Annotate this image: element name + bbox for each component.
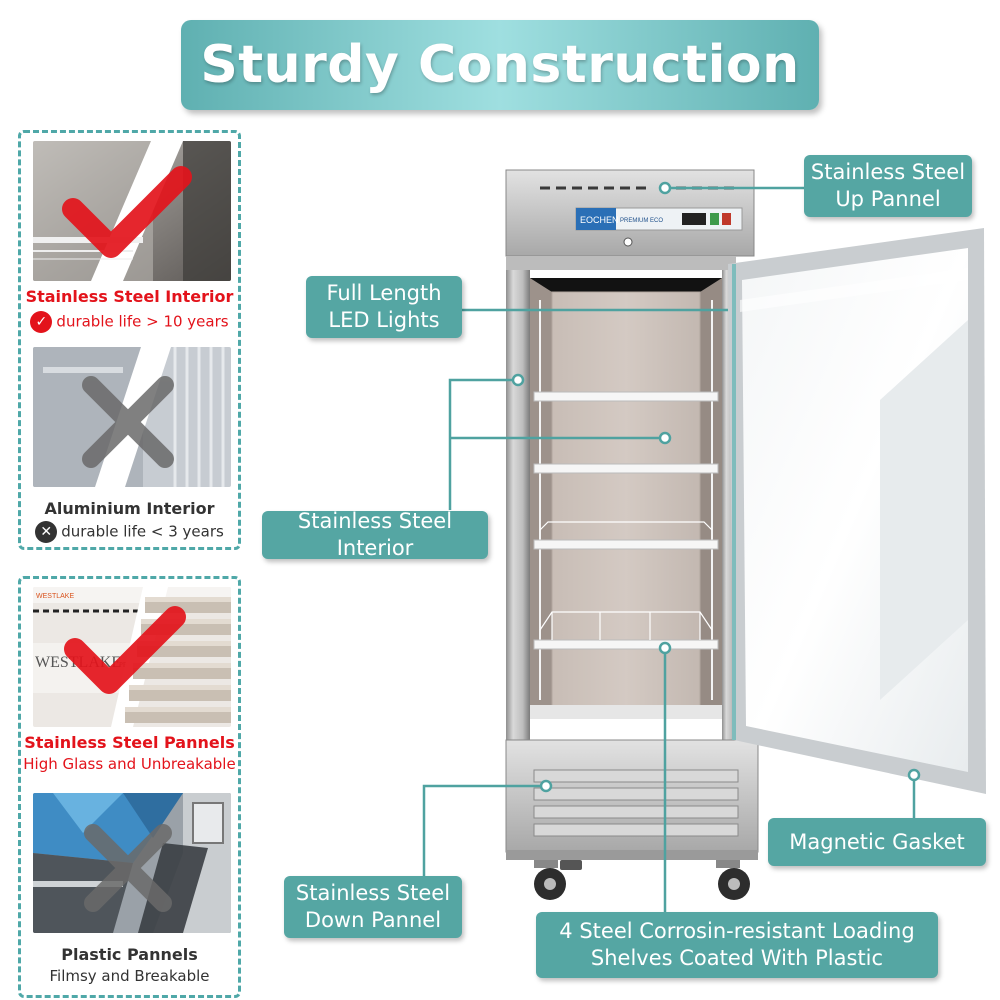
comparison-subtitle: durable life < 3 years [61, 522, 224, 541]
panel-comparison-panel: WESTLAKE WESTLAKE PREM Stainless Steel P… [18, 576, 241, 998]
shelves [533, 391, 719, 650]
comparison-subtitle: High Glass and Unbreakable [23, 755, 236, 773]
callout-down-panel-text: Stainless Steel Down Pannel [295, 881, 451, 932]
title-banner: Sturdy Construction [181, 20, 819, 110]
interior-comparison-panel: Stainless Steel Interior ✓durable life >… [18, 130, 241, 550]
comparison-title: Stainless Steel Pannels [24, 733, 235, 752]
photo-tag: WESTLAKE [36, 593, 74, 600]
glass-door [728, 228, 986, 794]
aluminium-interior-photo [33, 347, 231, 487]
comparison-subtitle-row: ✕durable life < 3 years [21, 521, 238, 543]
stainless-panels-photo: WESTLAKE WESTLAKE PREM [33, 587, 231, 727]
callout-shelves-text: 4 Steel Corrosin-resistant Loading Shelv… [559, 919, 915, 970]
callout-magnetic-gasket-text: Magnetic Gasket [789, 829, 965, 854]
caster-wheels [534, 860, 750, 900]
callout-interior-text: Stainless Steel Interior [297, 509, 453, 560]
comparison-title: Stainless Steel Interior [25, 287, 234, 306]
comparison-title: Aluminium Interior [44, 499, 215, 518]
callout-magnetic-gasket: Magnetic Gasket [768, 818, 986, 866]
callout-interior: Stainless Steel Interior [262, 509, 488, 560]
plastic-panels-photo [33, 793, 231, 933]
comparison-subtitle-row: ✓durable life > 10 years [21, 311, 238, 333]
callout-down-panel: Stainless Steel Down Pannel [284, 876, 462, 938]
check-icon: ✓ [30, 311, 53, 333]
comparison-title: Plastic Pannels [61, 945, 198, 964]
brand-logo-text: EOCHEN [580, 215, 619, 225]
callout-shelves: 4 Steel Corrosin-resistant Loading Shelv… [536, 912, 938, 978]
callout-led-lights: Full Length LED Lights [306, 276, 462, 338]
model-text: PREMIUM ECO [620, 218, 663, 224]
callout-led-lights-text: Full Length LED Lights [326, 281, 442, 332]
comparison-subtitle: Filmsy and Breakable [49, 967, 210, 985]
cross-icon: ✕ [35, 521, 58, 543]
comparison-subtitle: durable life > 10 years [56, 312, 229, 331]
callout-up-panel-text: Stainless Steel Up Pannel [810, 160, 966, 211]
stainless-interior-photo [33, 141, 231, 281]
page-title: Sturdy Construction [200, 35, 800, 95]
callout-up-panel: Stainless Steel Up Pannel [804, 155, 972, 217]
